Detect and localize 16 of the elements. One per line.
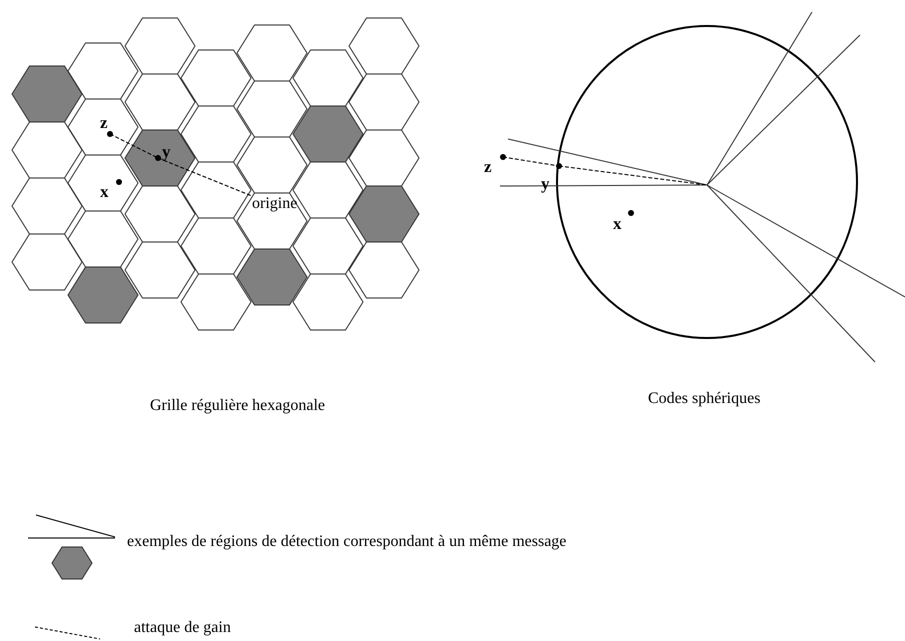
node-label: x <box>613 214 622 233</box>
labeled-point: x <box>100 177 123 199</box>
labeled-point: x <box>613 209 635 231</box>
node-label: x <box>100 182 108 201</box>
legend-text: attaque de gain <box>134 619 231 637</box>
labeled-point: z <box>484 152 507 174</box>
panel-caption: Grille régulière hexagonale <box>150 397 326 415</box>
labeled-point: y <box>154 143 174 162</box>
node-label: z <box>484 157 492 176</box>
legend-text: exemples de régions de détection correspondant à un même message <box>127 533 566 551</box>
labeled-point: z <box>100 114 114 138</box>
attack-path-line <box>110 134 158 158</box>
panel-caption: Codes sphériques <box>648 390 760 408</box>
node-label: y <box>162 142 170 161</box>
node-label: z <box>100 113 108 132</box>
point-label: origine <box>252 196 298 212</box>
